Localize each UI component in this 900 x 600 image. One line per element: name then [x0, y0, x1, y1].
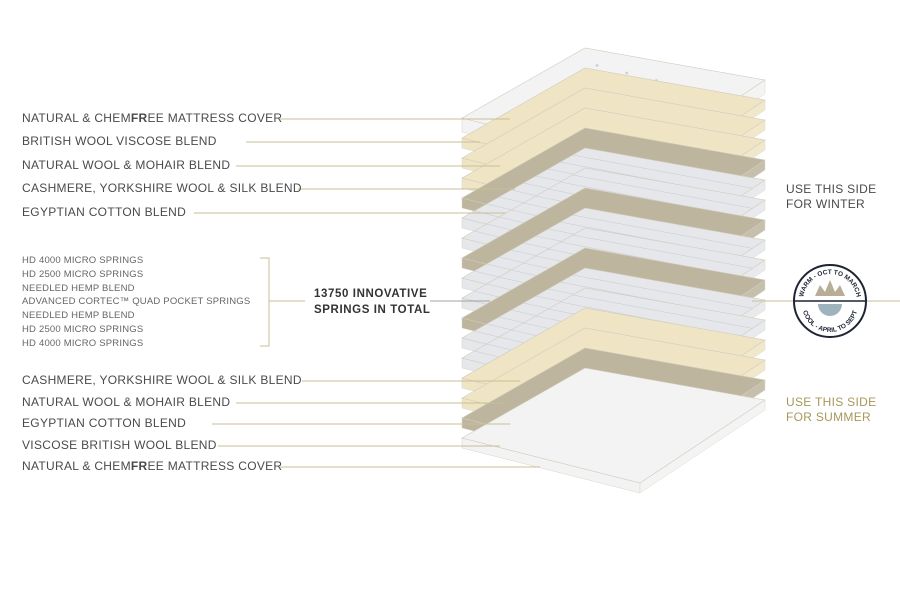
layer-label-bottom: NATURAL & CHEMFREE MATTRESS COVER [22, 459, 282, 473]
layer-label-top: NATURAL & CHEMFREE MATTRESS COVER [22, 111, 282, 125]
label-pre: EGYPTIAN COTTON BLEND [22, 205, 187, 219]
core-layer-label: HD 2500 MICRO SPRINGS [22, 268, 144, 280]
label-bold: FR [130, 111, 148, 125]
label-pre: NATURAL & CHEM [22, 459, 131, 473]
core-layer-label: ADVANCED CORTEC™ QUAD POCKET SPRINGS [22, 296, 251, 308]
layer-label-bottom: CASHMERE, YORKSHIRE WOOL & SILK BLEND [22, 373, 302, 387]
label-pre: EGYPTIAN COTTON BLEND [22, 416, 187, 430]
core-bracket [260, 257, 305, 347]
core-layer-label: NEEDLED HEMP BLEND [22, 310, 135, 322]
label-pre: CASHMERE, YORKSHIRE WOOL & SILK BLEND [22, 373, 302, 387]
layer-label-bottom: EGYPTIAN COTTON BLEND [22, 416, 186, 430]
label-pre: VISCOSE BRITISH WOOL BLEND [22, 438, 217, 452]
mattress-layer [461, 367, 766, 494]
label-pre: NATURAL WOOL & MOHAIR BLEND [22, 158, 231, 172]
label-pre: CASHMERE, YORKSHIRE WOOL & SILK BLEND [22, 181, 302, 195]
snowflake-icon [815, 280, 845, 296]
summer-line2: FOR SUMMER [786, 410, 871, 424]
label-pre: NATURAL & CHEM [22, 111, 131, 125]
summer-side-label: USE THIS SIDE FOR SUMMER [786, 395, 876, 425]
label-bold: FR [130, 459, 148, 473]
springs-total-line1: 13750 INNOVATIVE [314, 288, 428, 300]
core-layer-label: HD 4000 MICRO SPRINGS [22, 255, 144, 266]
springs-total-line2: SPRINGS IN TOTAL [314, 304, 431, 316]
layer-label-bottom: NATURAL WOOL & MOHAIR BLEND [22, 395, 230, 409]
label-post: EE MATTRESS COVER [147, 111, 283, 125]
summer-line1: USE THIS SIDE [786, 395, 877, 409]
winter-side-label: USE THIS SIDE FOR WINTER [786, 182, 876, 212]
core-layer-label: NEEDLED HEMP BLEND [22, 282, 135, 294]
layer-label-top: BRITISH WOOL VISCOSE BLEND [22, 134, 217, 148]
winter-line2: FOR WINTER [786, 197, 865, 211]
core-layer-label: HD 4000 MICRO SPRINGS [22, 337, 144, 349]
label-post: EE MATTRESS COVER [147, 459, 283, 473]
layer-label-top: CASHMERE, YORKSHIRE WOOL & SILK BLEND [22, 181, 302, 195]
core-layer-label: HD 2500 MICRO SPRINGS [22, 324, 144, 335]
springs-total: 13750 INNOVATIVE SPRINGS IN TOTAL [314, 286, 431, 318]
layer-label-top: NATURAL WOOL & MOHAIR BLEND [22, 158, 230, 172]
label-pre: BRITISH WOOL VISCOSE BLEND [22, 134, 217, 148]
layer-label-top: EGYPTIAN COTTON BLEND [22, 205, 186, 219]
winter-line1: USE THIS SIDE [786, 182, 877, 196]
sun-icon [818, 304, 842, 316]
layer-label-bottom: VISCOSE BRITISH WOOL BLEND [22, 438, 217, 452]
label-pre: NATURAL WOOL & MOHAIR BLEND [22, 395, 231, 409]
